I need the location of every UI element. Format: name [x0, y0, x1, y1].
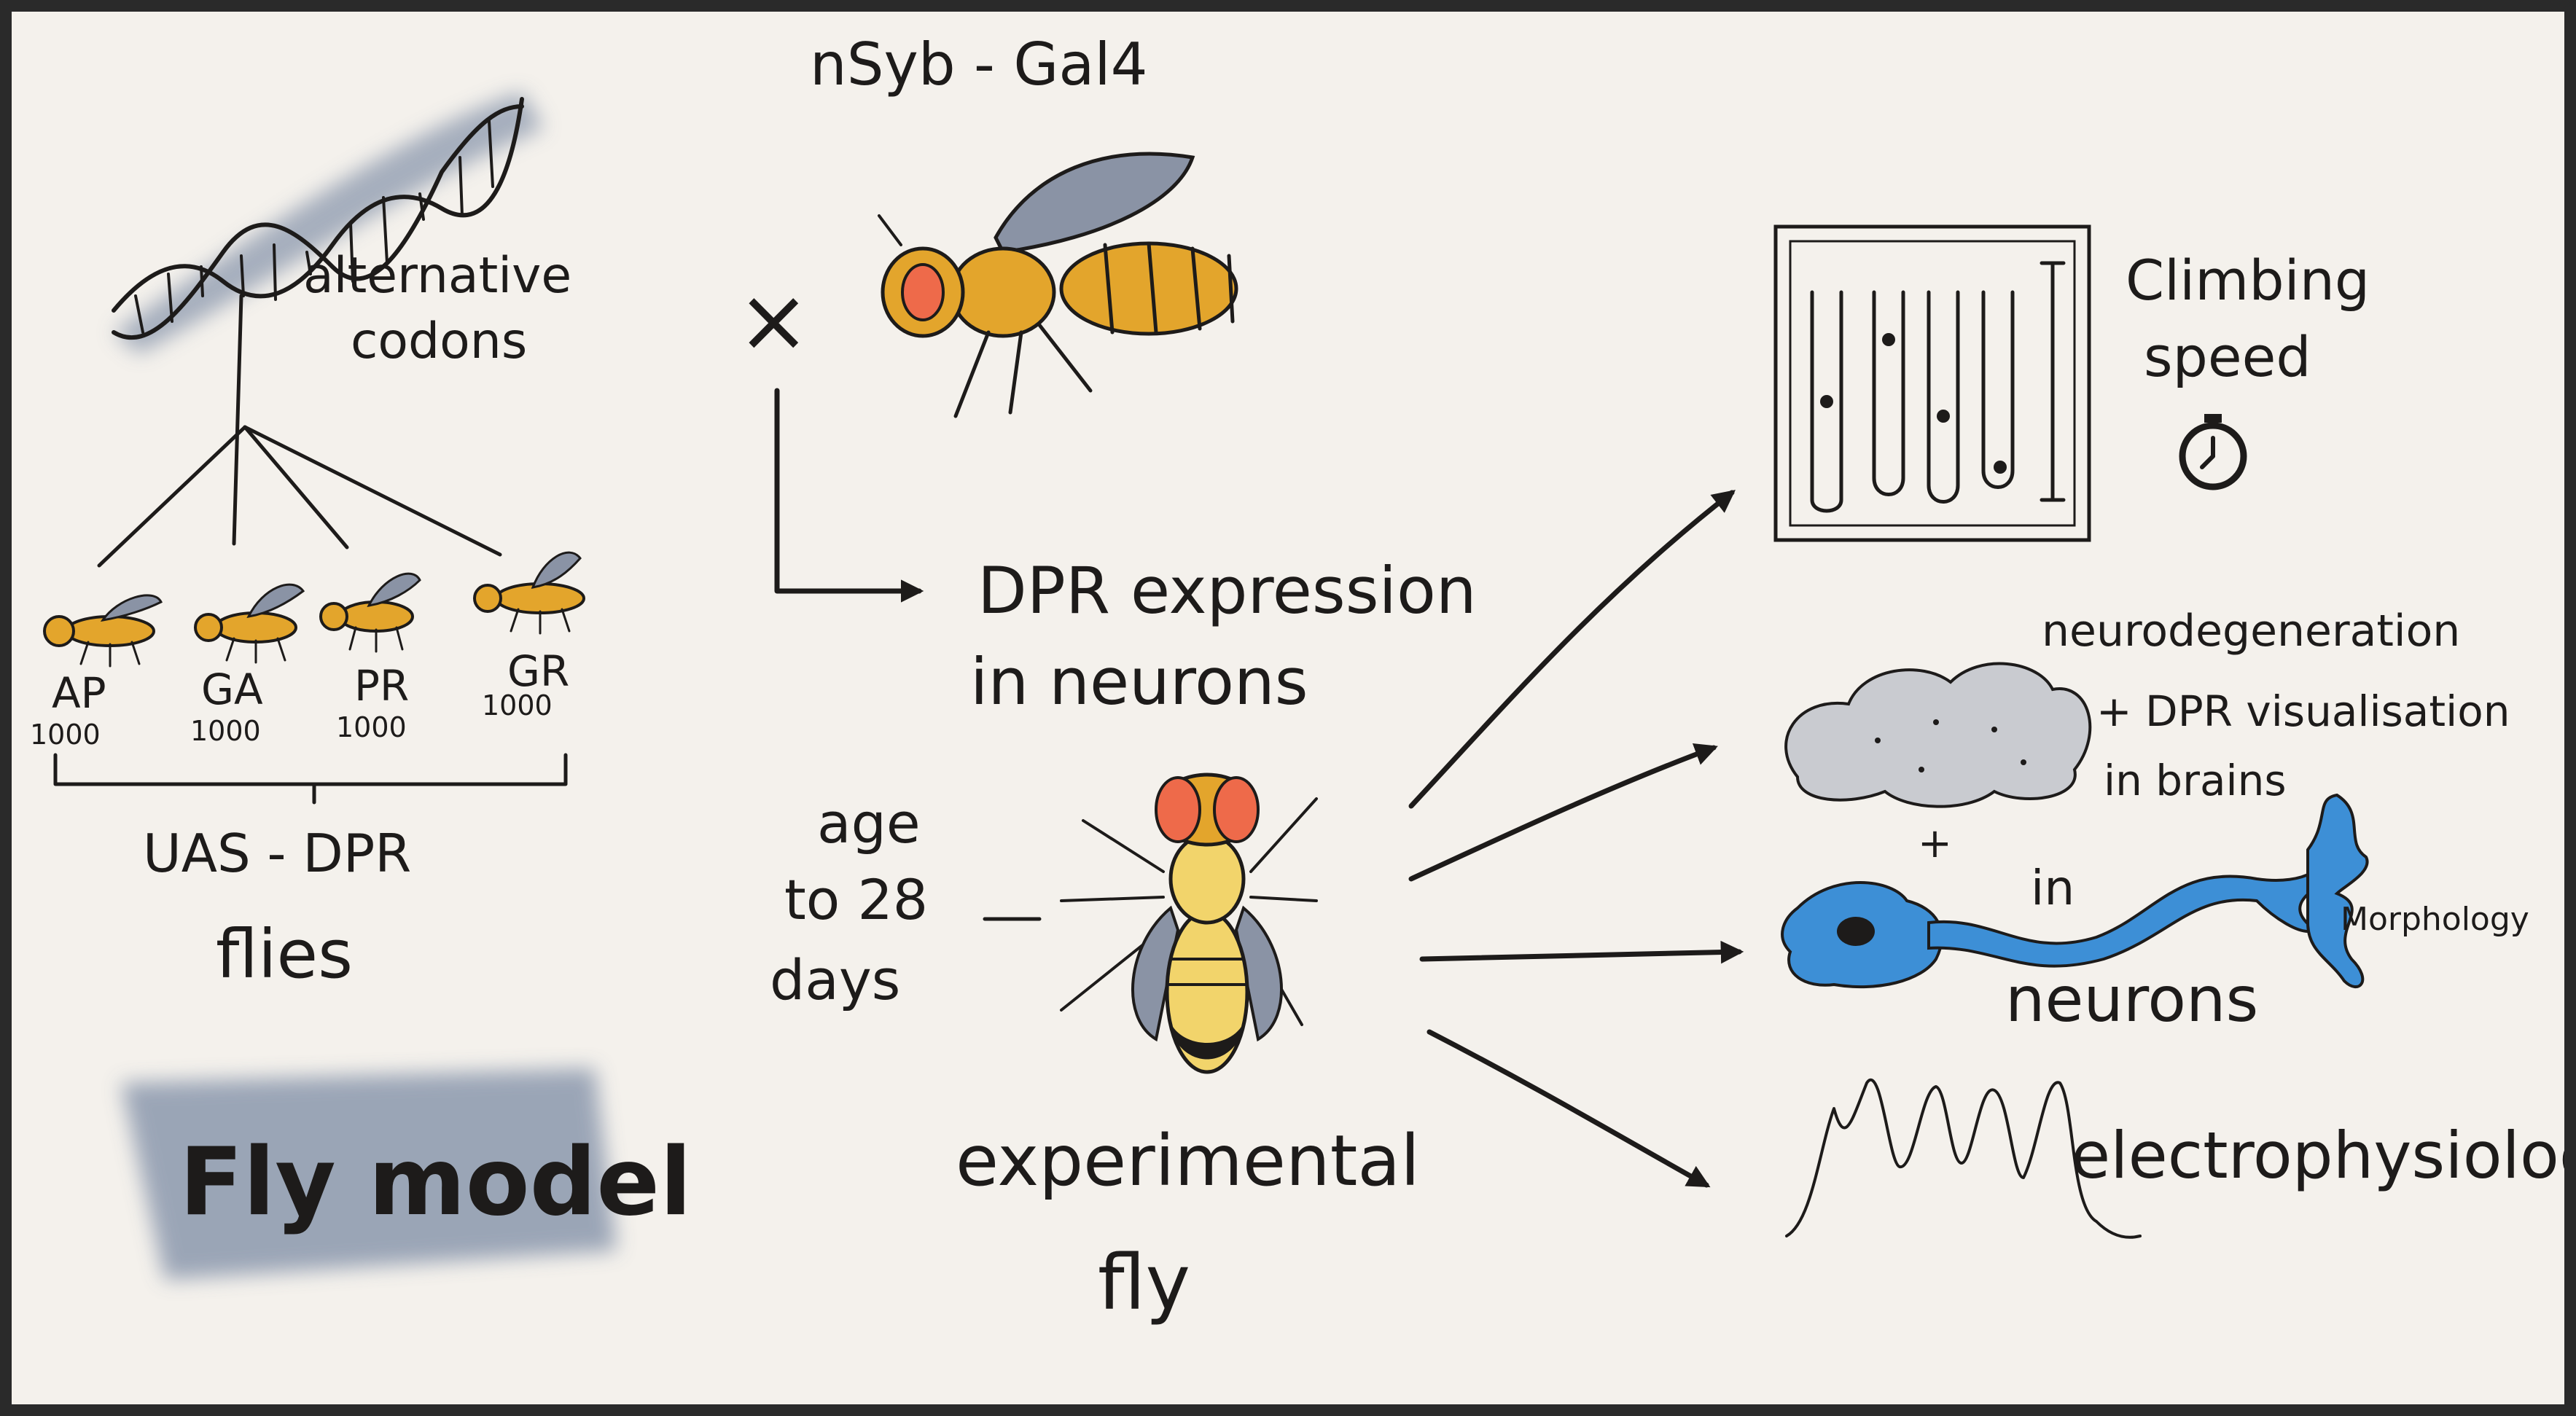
variant-pr-name: PR [354, 661, 409, 711]
variant-ap-count: 1000 [30, 719, 101, 751]
electrophysiology-label: electrophysiology [2071, 1118, 2576, 1193]
experimental-fly-icon [1060, 772, 1318, 1074]
morphology-label: Morphology [2341, 901, 2529, 938]
outcome-arrows [1408, 490, 1744, 1188]
days-label: days [770, 947, 900, 1012]
fly-model-diagram: alternative codons AP 1000 GA 1000 PR 10… [30, 31, 2576, 1327]
arrow-climbing [1408, 490, 1736, 809]
title-watercolor-wash [121, 1068, 617, 1280]
variant-ap-name: AP [52, 668, 106, 718]
variant-ga-name: GA [201, 665, 263, 714]
driver-label: nSyb - Gal4 [810, 31, 1147, 98]
expression-arrow [774, 388, 924, 603]
speed-label: speed [2144, 324, 2311, 389]
plus-sign: + [1918, 820, 1952, 867]
variant-ga-count: 1000 [190, 715, 261, 747]
arrow-electrophysiology [1426, 1029, 1711, 1188]
variant-pr-count: 1000 [336, 711, 407, 743]
climbing-vials-icon [1773, 224, 2091, 542]
neurons-label: neurons [2005, 963, 2258, 1036]
alternative-label: alternative [303, 247, 571, 305]
climbing-label: Climbing [2126, 248, 2370, 313]
uas-dpr-label: UAS - DPR [143, 823, 411, 884]
small-fly-gr [473, 551, 585, 635]
arrow-neurodegeneration [1408, 743, 1718, 882]
small-fly-ga [194, 583, 305, 664]
to-28-label: to 28 [784, 867, 928, 932]
arrow-morphology [1419, 940, 1744, 964]
cross-symbol: × [737, 270, 811, 372]
dna-icon [112, 92, 544, 354]
in-label: in [2031, 860, 2075, 916]
fly-icon [878, 152, 1238, 418]
neurodegeneration-label: neurodegeneration [2042, 606, 2460, 657]
brain-cloud-dots [1875, 719, 2026, 772]
spike-trace-icon [1785, 1079, 2142, 1239]
small-fly-ap [43, 594, 163, 668]
dpr-expression-label: DPR expression [977, 553, 1477, 628]
fly-label: fly [1098, 1238, 1190, 1327]
variant-gr-count: 1000 [482, 689, 553, 721]
small-fly-pr [319, 572, 421, 653]
codons-label: codons [351, 313, 527, 370]
variants-bracket [53, 753, 568, 805]
flies-label: flies [216, 915, 353, 993]
brain-cloud-icon [1784, 662, 2092, 808]
variant-gr-name: GR [507, 646, 569, 696]
codon-branch-lines [97, 294, 502, 568]
neuron-icon [1781, 793, 2369, 989]
age-label: age [817, 791, 921, 856]
in-neurons-label: in neurons [970, 644, 1308, 719]
experimental-label: experimental [956, 1120, 1420, 1202]
fly-model-title: Fly model [179, 1128, 692, 1237]
in-brains-label: in brains [2104, 756, 2287, 805]
dpr-visualisation-label: + DPR visualisation [2096, 687, 2510, 736]
stopwatch-icon [2179, 414, 2247, 490]
